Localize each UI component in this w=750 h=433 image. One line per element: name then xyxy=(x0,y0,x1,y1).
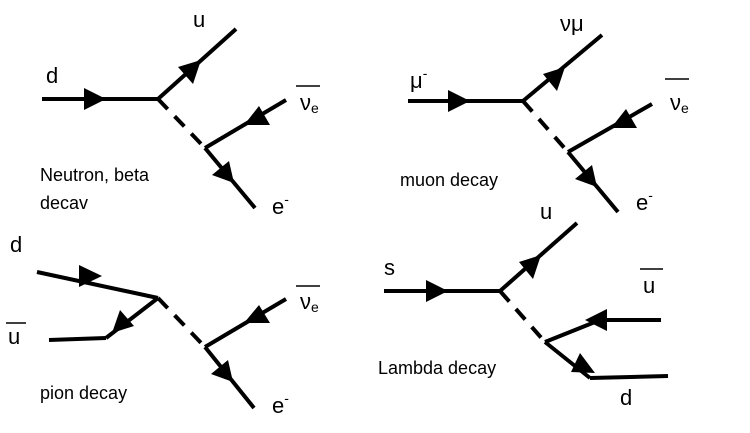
lambda-d-quark-arrow xyxy=(571,353,595,373)
pion-w-boson-line xyxy=(156,296,207,349)
pion-antiquark-arrow xyxy=(112,310,134,333)
neutron-caption-line2: decav xyxy=(40,193,88,213)
neutron-w-boson-line xyxy=(156,97,207,150)
muon-decay-diagram: μ- νμ νe e- muon decay xyxy=(400,11,689,215)
lambda-antiquark-label: u xyxy=(643,273,655,298)
neutron-antineutrino-arrow xyxy=(244,106,270,125)
muon-caption: muon decay xyxy=(400,170,498,190)
muon-antineutrino-label: νe xyxy=(670,90,689,116)
pion-antiquark-tail-line xyxy=(48,336,107,342)
neutron-electron-label: e- xyxy=(272,191,289,219)
pion-decay-diagram: d u νe e- pion decay xyxy=(6,232,320,418)
lambda-u-quark-arrow xyxy=(519,255,541,279)
muon-neutrino-arrow xyxy=(543,67,565,91)
pion-caption: pion decay xyxy=(40,383,127,403)
neutron-d-quark-arrow xyxy=(84,88,106,110)
lambda-d-quark-tail-line xyxy=(589,374,669,380)
neutron-beta-decay-diagram: d u νe e- Neutron, beta decav xyxy=(40,7,320,219)
pion-antineutrino-label: νe xyxy=(300,289,319,315)
lambda-d-label: d xyxy=(620,385,632,410)
neutron-d-label: d xyxy=(46,63,58,88)
lambda-caption: Lambda decay xyxy=(378,358,496,378)
muon-arrow xyxy=(448,90,470,112)
lambda-decay-diagram: s u u d Lambda decay xyxy=(378,199,669,410)
lambda-s-quark-arrow xyxy=(426,280,448,302)
muon-antineutrino-arrow xyxy=(611,109,637,128)
neutron-electron-arrow xyxy=(212,161,234,183)
lambda-w-boson-line xyxy=(498,289,547,344)
neutron-caption-line1: Neutron, beta xyxy=(40,165,150,185)
neutron-antineutrino-label: νe xyxy=(300,90,319,116)
muon-antineutrino-line xyxy=(567,102,653,154)
muon-mu-label: μ- xyxy=(410,65,428,93)
muon-electron-arrow xyxy=(575,165,597,187)
pion-antiquark-label: u xyxy=(8,324,20,349)
pion-d-label: d xyxy=(10,232,22,257)
pion-antineutrino-arrow xyxy=(244,305,270,323)
muon-electron-label: e- xyxy=(636,187,653,215)
lambda-s-label: s xyxy=(384,255,395,280)
pion-d-quark-line xyxy=(36,270,159,300)
pion-electron-arrow xyxy=(211,360,233,382)
muon-w-boson-line xyxy=(521,99,570,154)
pion-electron-label: e- xyxy=(272,390,289,418)
lambda-antiquark-line xyxy=(544,318,601,344)
pion-d-quark-arrow xyxy=(79,265,102,287)
neutron-u-label: u xyxy=(193,7,205,32)
muon-neutrino-label: νμ xyxy=(560,11,584,36)
neutron-u-quark-arrow xyxy=(178,60,201,84)
lambda-antiquark-arrow xyxy=(585,309,607,331)
lambda-u-label: u xyxy=(540,199,552,224)
